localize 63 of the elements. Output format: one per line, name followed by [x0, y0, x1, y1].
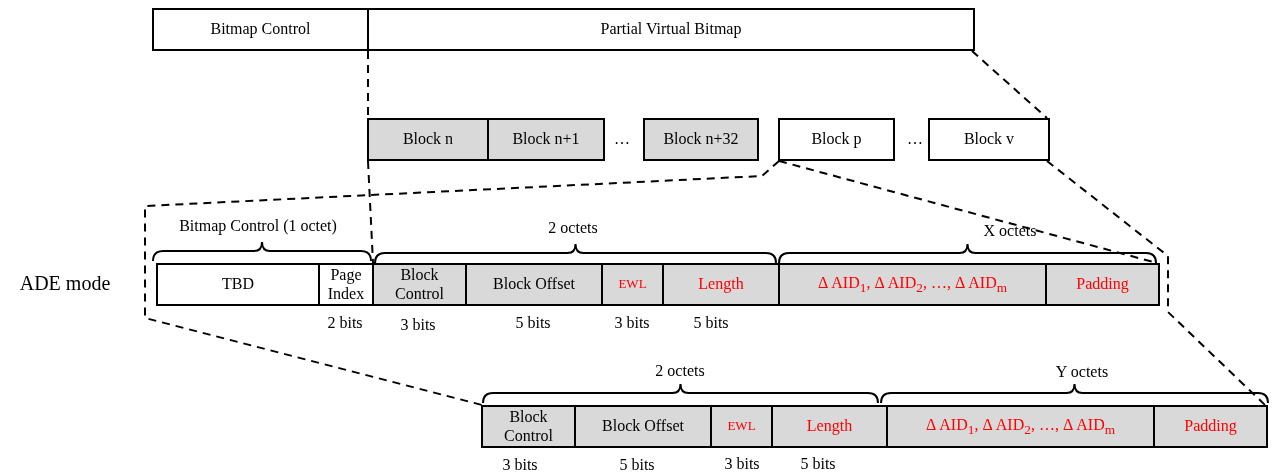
field-box [465, 263, 603, 306]
zoom-line [971, 50, 1048, 119]
field-label: EWL [618, 277, 647, 292]
field-box [152, 8, 369, 51]
field-label: Block Control [394, 266, 445, 303]
bit-width-label: 3 bits [502, 456, 538, 474]
field-label: Page Index [326, 266, 366, 303]
field-box [372, 263, 467, 306]
bit-width-label: 2 bits [327, 314, 363, 332]
field-box [771, 405, 888, 448]
field-box [574, 405, 712, 448]
bit-width-label: 3 bits [400, 316, 436, 334]
field-box [778, 118, 895, 161]
field-box [487, 118, 605, 161]
ellipsis: … [907, 130, 923, 148]
field-label: Block Control [503, 408, 554, 445]
field-label: Block n+1 [512, 130, 580, 149]
field-label: Block n [402, 130, 454, 149]
field-box [710, 405, 773, 448]
field-label: Block Offset [602, 417, 684, 436]
field-box [367, 8, 975, 51]
field-box [156, 263, 320, 306]
field-label: Partial Virtual Bitmap [600, 20, 742, 39]
bit-width-label: 5 bits [693, 314, 729, 332]
field-label: Δ AID$_{1}$, Δ AID$_{2}$, …, Δ AID$_{m}$ [925, 415, 1116, 438]
field-box [662, 263, 780, 306]
zoom-line [144, 160, 780, 406]
bit-width-label: 5 bits [619, 456, 655, 474]
ellipsis: … [614, 130, 630, 148]
row-label: ADE mode [19, 272, 111, 295]
bit-width-label: 3 bits [724, 455, 760, 473]
field-box [928, 118, 1050, 161]
bit-width-label: 5 bits [800, 455, 836, 473]
field-label: Block v [963, 130, 1015, 149]
field-label: Length [806, 417, 853, 436]
field-box [367, 118, 489, 161]
brace-label: Bitmap Control (1 octet) [179, 217, 337, 235]
zoom-line [367, 160, 374, 264]
bit-width-label: 5 bits [515, 314, 551, 332]
brace-label: 2 octets [655, 362, 705, 380]
bit-width-label: 3 bits [614, 314, 650, 332]
field-label: Block p [811, 130, 862, 149]
brace-label: X octets [983, 222, 1037, 240]
field-label: Δ AID$_{1}$, Δ AID$_{2}$, …, Δ AID$_{m}$ [817, 273, 1008, 296]
field-box [318, 263, 374, 306]
field-label: Length [698, 275, 744, 294]
field-box [481, 405, 576, 448]
field-box [601, 263, 664, 306]
brace-label: Y octets [1055, 363, 1109, 381]
brace-label: 2 octets [548, 219, 598, 237]
field-label: EWL [727, 419, 756, 434]
field-box [643, 118, 759, 161]
field-label: TBD [222, 275, 254, 294]
field-label: Padding [1184, 417, 1237, 436]
field-label: Block n+32 [663, 130, 739, 149]
field-box [1153, 405, 1268, 448]
field-box [1045, 263, 1160, 306]
field-label: Block Offset [493, 275, 575, 294]
field-label: Bitmap Control [210, 20, 311, 39]
field-box [886, 405, 1155, 448]
field-label: Padding [1076, 275, 1129, 294]
zoom-line [1046, 160, 1266, 406]
field-box [778, 263, 1047, 306]
